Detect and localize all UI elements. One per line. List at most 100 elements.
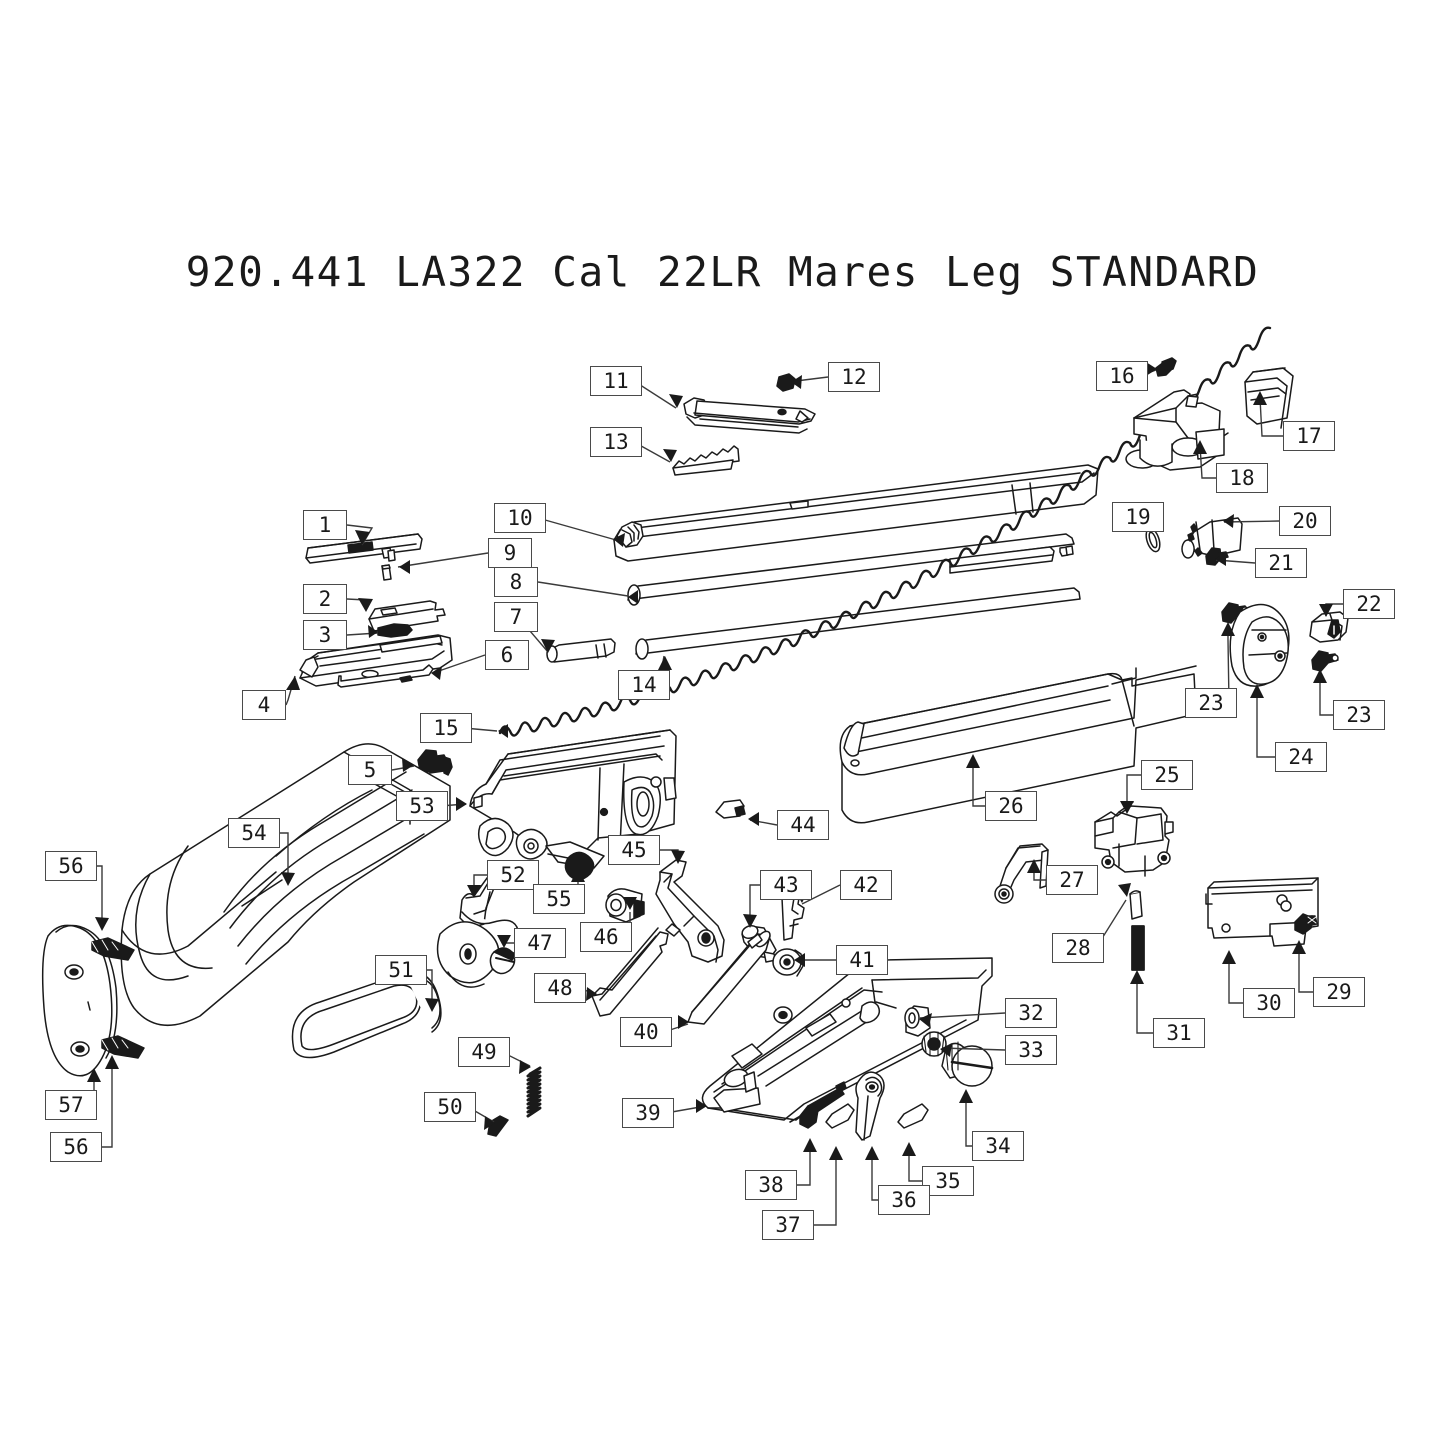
callout-49[interactable]: 49 — [458, 1037, 510, 1067]
callout-24[interactable]: 24 — [1275, 742, 1327, 772]
part-13-plate — [672, 445, 740, 476]
callout-34[interactable]: 34 — [972, 1131, 1024, 1161]
callout-50[interactable]: 50 — [424, 1092, 476, 1122]
part-46-roller — [605, 888, 645, 923]
callout-7[interactable]: 7 — [494, 602, 538, 632]
part-56b-screw — [101, 1035, 145, 1059]
callout-15[interactable]: 15 — [420, 713, 472, 743]
callout-55[interactable]: 55 — [533, 884, 585, 914]
part-49-spring — [526, 1066, 542, 1118]
callout-56b[interactable]: 56 — [50, 1132, 102, 1162]
callout-33[interactable]: 33 — [1005, 1035, 1057, 1065]
part-3-extractor — [377, 623, 413, 638]
callout-3[interactable]: 3 — [303, 620, 347, 650]
callout-13[interactable]: 13 — [590, 427, 642, 457]
part-35-pin — [897, 1103, 929, 1129]
callout-14[interactable]: 14 — [618, 670, 670, 700]
page-title: 920.441 LA322 Cal 22LR Mares Leg STANDAR… — [185, 248, 1260, 296]
part-2-slide — [368, 600, 446, 632]
part-40-pin-rod — [687, 930, 771, 1025]
part-31-spring — [1131, 925, 1145, 971]
part-34-screw-head — [941, 1041, 994, 1087]
callout-8[interactable]: 8 — [494, 567, 538, 597]
part-37-pin — [825, 1103, 855, 1129]
callout-25[interactable]: 25 — [1141, 760, 1193, 790]
part-4-bolt — [299, 634, 453, 687]
callout-11[interactable]: 11 — [590, 366, 642, 396]
part-55-knob — [564, 851, 595, 881]
part-5-screw — [417, 749, 453, 776]
callout-22[interactable]: 22 — [1343, 589, 1395, 619]
callout-44[interactable]: 44 — [777, 810, 829, 840]
callout-36[interactable]: 36 — [878, 1185, 930, 1215]
part-17-hood — [1244, 367, 1294, 429]
callout-43[interactable]: 43 — [760, 870, 812, 900]
part-6-ejector — [337, 664, 434, 688]
part-50-pin — [487, 1115, 509, 1137]
callout-39[interactable]: 39 — [622, 1098, 674, 1128]
part-33-nut — [921, 1031, 947, 1057]
part-30-sideplate — [1205, 877, 1319, 947]
part-47-screw — [489, 947, 517, 975]
part-16-screw — [1155, 357, 1177, 377]
callout-23[interactable]: 23 — [1185, 688, 1237, 718]
part-56a-screw — [91, 937, 135, 961]
callout-10[interactable]: 10 — [494, 503, 546, 533]
callout-38[interactable]: 38 — [745, 1170, 797, 1200]
callout-6[interactable]: 6 — [485, 640, 529, 670]
part-14-inner-tube — [635, 587, 1081, 660]
callout-2[interactable]: 2 — [303, 584, 347, 614]
callout-48[interactable]: 48 — [534, 973, 586, 1003]
part-19-oring — [1145, 527, 1161, 553]
part-28-pin — [1129, 890, 1143, 920]
callout-47[interactable]: 47 — [514, 928, 566, 958]
callout-19[interactable]: 19 — [1112, 502, 1164, 532]
callout-16[interactable]: 16 — [1096, 361, 1148, 391]
callout-51[interactable]: 51 — [375, 955, 427, 985]
callout-41[interactable]: 41 — [836, 945, 888, 975]
part-18-front-sight — [1125, 389, 1229, 471]
callout-23b[interactable]: 23 — [1333, 700, 1385, 730]
callout-53[interactable]: 53 — [396, 791, 448, 821]
callout-42[interactable]: 42 — [840, 870, 892, 900]
callout-30[interactable]: 30 — [1243, 988, 1295, 1018]
callout-45[interactable]: 45 — [608, 835, 660, 865]
callout-26[interactable]: 26 — [985, 791, 1037, 821]
callout-32[interactable]: 32 — [1005, 998, 1057, 1028]
part-44-pin — [715, 799, 746, 819]
part-45-sear — [655, 859, 725, 963]
callout-31[interactable]: 31 — [1153, 1018, 1205, 1048]
part-41-roller — [772, 948, 804, 977]
callout-46[interactable]: 46 — [580, 922, 632, 952]
callout-1[interactable]: 1 — [303, 510, 347, 540]
part-23b-screw — [1311, 650, 1339, 672]
part-12-block — [776, 373, 796, 392]
part-38-screw — [789, 1081, 847, 1129]
part-9-pin — [381, 564, 392, 581]
callout-17[interactable]: 17 — [1283, 421, 1335, 451]
part-53-receiver — [469, 729, 677, 869]
callout-5[interactable]: 5 — [348, 755, 392, 785]
callout-54[interactable]: 54 — [228, 818, 280, 848]
part-26-forearm — [839, 665, 1197, 824]
callout-35[interactable]: 35 — [922, 1166, 974, 1196]
callout-56[interactable]: 56 — [45, 851, 97, 881]
part-57-buttplate — [41, 924, 118, 1077]
callout-18[interactable]: 18 — [1216, 463, 1268, 493]
callout-28[interactable]: 28 — [1052, 933, 1104, 963]
callout-21[interactable]: 21 — [1255, 548, 1307, 578]
callout-52[interactable]: 52 — [487, 860, 539, 890]
callout-27[interactable]: 27 — [1046, 865, 1098, 895]
part-25-linkage — [1094, 801, 1174, 877]
callout-12[interactable]: 12 — [828, 362, 880, 392]
callout-9[interactable]: 9 — [488, 538, 532, 568]
callout-4[interactable]: 4 — [242, 690, 286, 720]
part-11-carrier — [683, 397, 816, 434]
part-24-band — [1229, 603, 1290, 687]
callout-40[interactable]: 40 — [620, 1017, 672, 1047]
callout-29[interactable]: 29 — [1313, 977, 1365, 1007]
callout-37[interactable]: 37 — [762, 1210, 814, 1240]
callout-20[interactable]: 20 — [1279, 506, 1331, 536]
callout-57[interactable]: 57 — [45, 1090, 97, 1120]
